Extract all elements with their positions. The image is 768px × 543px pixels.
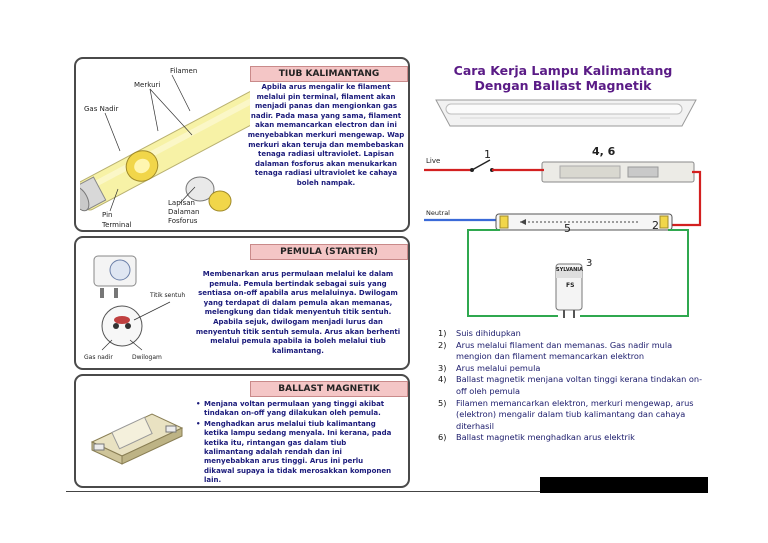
label-filamen: Filamen	[170, 67, 198, 75]
label-terminal: Terminal	[102, 221, 132, 229]
label-step-46: 4, 6	[592, 145, 616, 158]
circuit-diagram	[424, 99, 702, 318]
label-lapisan: Lapisan	[168, 199, 195, 207]
fluorescent-tube-illustration	[80, 74, 250, 212]
label-step-3: 3	[586, 258, 593, 269]
pemula-panel: Titik sentuh Gas nadir Dwilogam PEMULA (…	[74, 236, 410, 370]
starter-illustration	[93, 255, 171, 351]
bottom-black-bar	[540, 477, 708, 493]
label-gas-nadir: Gas Nadir	[84, 105, 119, 113]
label-step-1: 1	[484, 148, 491, 161]
step-item: 6)Ballast magnetik menghadkan arus elekt…	[438, 432, 635, 443]
starter-wire-right	[580, 229, 689, 317]
bottom-divider	[66, 491, 708, 492]
tube-schematic	[495, 213, 673, 231]
ballast-bullet-list: Menjana voltan permulaan yang tinggi aki…	[196, 400, 394, 487]
main-title-line2: Dengan Ballast Magnetik	[474, 78, 652, 93]
starter-model-label: FS	[566, 282, 575, 289]
ballast-illustration	[90, 413, 184, 465]
tiub-kalimantang-panel: Filamen Merkuri Gas Nadir Lapisan Dalama…	[74, 57, 410, 232]
label-dalaman: Dalaman	[168, 208, 200, 216]
label-titik-sentuh: Titik sentuh	[150, 292, 186, 299]
label-gas-nadir-starter: Gas nadir	[84, 354, 113, 361]
label-step-2: 2	[652, 219, 659, 232]
step-item: 4)Ballast magnetik menjana voltan tinggi…	[438, 374, 703, 396]
tiub-kalimantang-title: TIUB KALIMANTANG	[250, 66, 408, 82]
ballast-title: BALLAST MAGNETIK	[250, 381, 408, 397]
step-item: 3)Arus melalui pemula	[438, 362, 541, 373]
label-live: Live	[426, 157, 441, 165]
starter-wire-left	[467, 229, 558, 317]
label-pin: Pin	[102, 211, 113, 219]
step-item: 2)Arus melalui filament dan memanas. Gas…	[438, 339, 673, 362]
label-dwilogam: Dwilogam	[132, 354, 162, 361]
tiub-kalimantang-description: Apbila arus mengalir ke filament melalui…	[247, 83, 405, 187]
starter-brand-label: SYLVANIA	[556, 267, 584, 273]
label-neutral: Neutral	[426, 209, 450, 217]
ballast-box	[541, 161, 695, 183]
main-title-line1: Cara Kerja Lampu Kalimantang	[453, 63, 673, 78]
label-step-5: 5	[564, 222, 571, 235]
step-item: 5)Filamen memancarkan elektron, merkuri …	[438, 397, 694, 431]
label-merkuri: Merkuri	[134, 81, 161, 89]
starter-component	[555, 263, 583, 318]
pemula-description: Membenarkan arus permulaan melalui ke da…	[195, 270, 401, 355]
ballast-bullet: Menjana voltan permulaan yang tinggi aki…	[196, 400, 394, 419]
live-wire	[424, 159, 702, 227]
label-fosforus: Fosforus	[168, 217, 198, 225]
ballast-bullet: Menghadkan arus melalui tiub kalimantang…	[196, 420, 394, 486]
lamp-fixture	[435, 99, 697, 127]
pemula-title: PEMULA (STARTER)	[250, 244, 408, 260]
step-item: 1)Suis dihidupkan	[438, 328, 521, 338]
steps-list: 1)Suis dihidupkan 2)Arus melalui filamen…	[438, 328, 708, 444]
